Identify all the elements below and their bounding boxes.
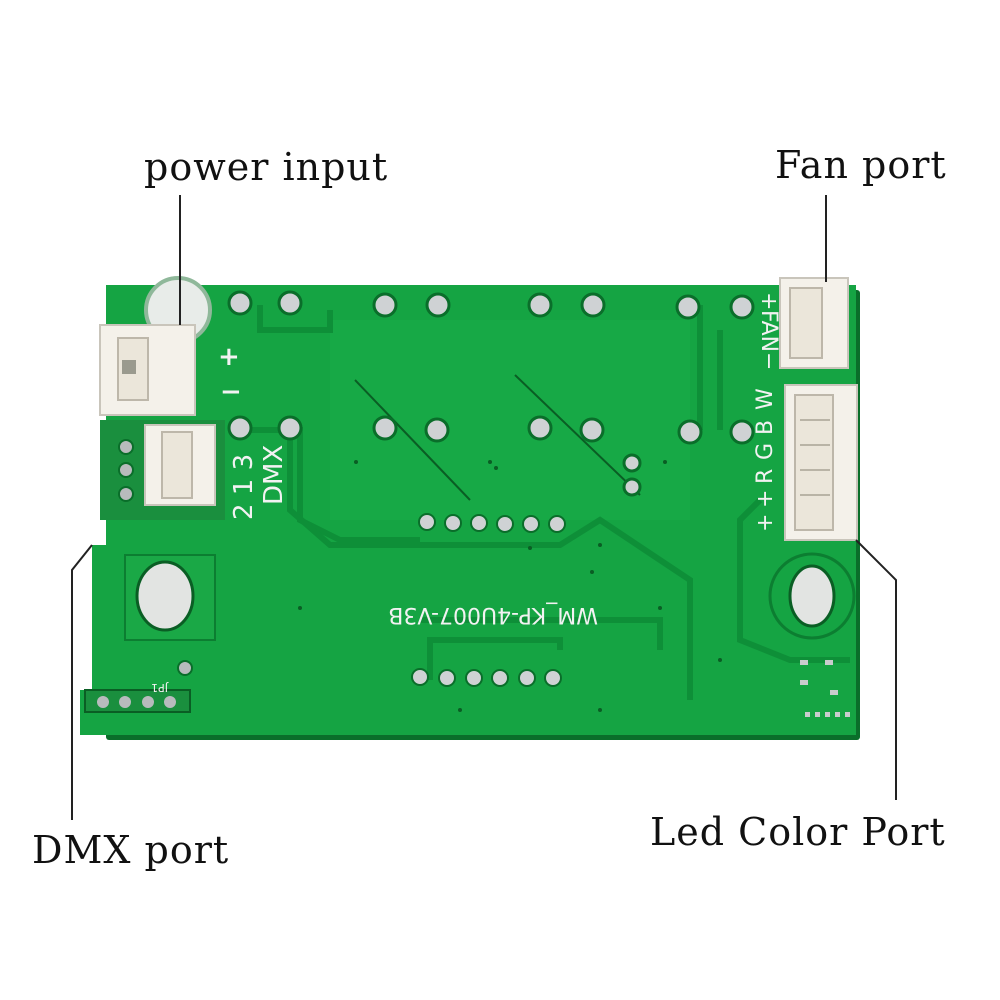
power-input-connector (99, 324, 196, 416)
mounting-hole-bottom-left (124, 554, 216, 641)
led-b-label: B (753, 420, 778, 435)
part-number-label: WM_KP-4U007-V3B (388, 602, 598, 627)
fan-connector (779, 277, 849, 369)
jp1-header (84, 660, 193, 713)
pcb-traces (230, 305, 850, 700)
callout-fan-port: Fan port (775, 143, 947, 187)
led-w-label: W (753, 388, 778, 410)
dmx-pin-numbers: 2 1 3 (229, 454, 259, 520)
smd-pads-bottom-right (800, 660, 850, 717)
dmx-connector (100, 420, 225, 520)
mounting-hole-bottom-right (768, 552, 856, 640)
fan-plus-label: + (756, 292, 781, 310)
pad-row-top (227, 290, 755, 320)
fan-minus-label: − (756, 352, 781, 370)
power-plus-label: + (218, 342, 240, 372)
led-plus-label-2: + (753, 514, 778, 532)
led-g-label: G (753, 443, 778, 460)
led-r-label: R (753, 469, 778, 484)
jp1-label: JP1 (151, 681, 169, 694)
leader-dmx-port (71, 544, 93, 820)
vias (298, 460, 722, 712)
callout-dmx-port: DMX port (32, 828, 230, 872)
power-minus-label: − (220, 377, 242, 407)
ic-pins-upper (418, 513, 566, 533)
callout-leader-lines (71, 195, 897, 820)
callout-power-input: power input (144, 145, 389, 189)
ic-pins-lower (411, 668, 562, 687)
led-color-connector (784, 384, 858, 541)
callout-led-color-port: Led Color Port (650, 810, 946, 854)
dmx-silk-label: DMX (259, 445, 289, 505)
pad-row-middle (227, 415, 755, 497)
leader-led-color-port (855, 539, 897, 800)
led-plus-label-1: + (753, 490, 778, 508)
fan-silk-label: FAN (756, 310, 781, 352)
pcb-diagonal-lines (354, 374, 641, 501)
